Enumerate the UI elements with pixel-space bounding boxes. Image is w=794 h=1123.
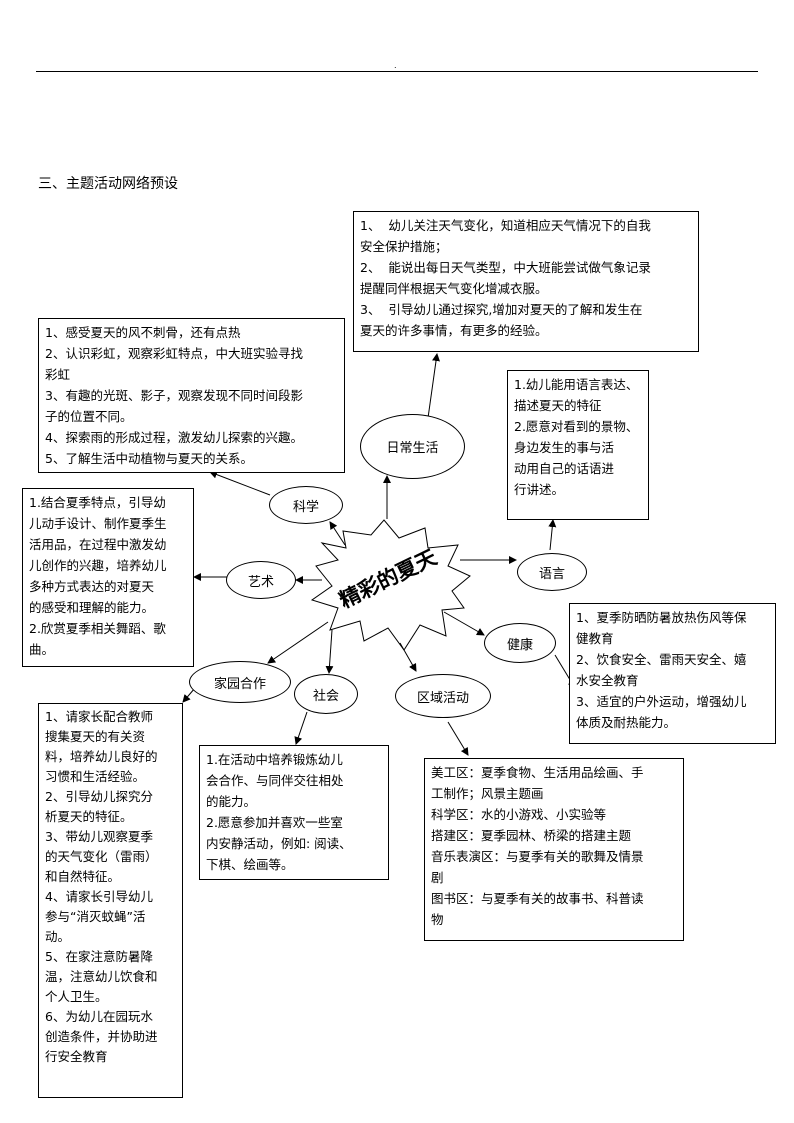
box-yuyan: 1.幼儿能用语言表达、 描述夏天的特征 2.愿意对看到的景物、 身边发生的事与活… [507,370,649,520]
box-jiayuan-line: 和自然特征。 [45,869,121,884]
box-quyu: 美工区：夏季食物、生活用品绘画、手 工制作；风景主题画 科学区：水的小游戏、小实… [424,758,684,941]
box-quyu-line: 物 [431,912,444,927]
box-jiayuan-line: 温，注意幼儿饮食和 [45,969,158,984]
box-jiankang-line: 健教育 [576,631,614,646]
box-richang: 1、 幼儿关注天气变化，知道相应天气情况下的自我 安全保护措施； 2、 能说出每… [353,211,699,352]
box-kexue-line: 彩虹 [45,367,71,382]
node-yishu: 艺术 [226,561,296,599]
box-yishu-line: 儿动手设计、制作夏季生 [29,516,167,531]
connector-quyu-box [447,721,469,756]
box-yishu-line: 活用品，在过程中激发幼 [29,537,167,552]
box-jiayuan-line: 析夏天的特征。 [45,809,133,824]
box-shehui-line: 下棋、绘画等。 [206,857,294,872]
box-jiankang-line: 1、夏季防晒防暑放热伤风等保 [576,610,747,625]
box-yuyan-line: 描述夏天的特征 [514,398,602,413]
node-shehui: 社会 [294,674,358,714]
connector-shehui-box [294,711,308,745]
box-yuyan-line: 行讲述。 [514,482,565,497]
section-title: 三、主题活动网络预设 [38,176,178,192]
box-shehui-line: 1.在活动中培养锻炼幼儿 [206,752,343,767]
box-kexue-line: 2、认识彩虹，观察彩虹特点，中大班实验寻找 [45,346,303,361]
box-kexue: 1、感受夏天的风不刺骨，还有点热 2、认识彩虹，观察彩虹特点，中大班实验寻找 彩… [38,318,345,473]
connector-kexue-box [209,470,271,496]
connector-yuyan-box [548,519,557,551]
box-shehui-line: 2.愿意参加并喜欢一些室 [206,815,343,830]
node-yuyan: 语言 [517,553,587,591]
box-richang-line: 夏天的许多事情，有更多的经验。 [360,323,548,338]
box-jiankang-line: 体质及耐热能力。 [576,715,677,730]
box-shehui-line: 会合作、与同伴交往相处 [206,773,344,788]
box-shehui-line: 的能力。 [206,794,257,809]
connector-center-jiankang [443,611,485,636]
box-kexue-line: 子的位置不同。 [45,409,133,424]
box-jiayuan-line: 动。 [45,929,71,944]
box-yishu-line: 的感受和理解的能力。 [29,600,155,615]
box-yuyan-line: 身边发生的事与活 [514,440,615,455]
box-jiankang-line: 水安全教育 [576,673,639,688]
box-jiayuan-line: 个人卫生。 [45,989,108,1004]
box-jiankang-line: 2、饮食安全、雷雨天安全、嬉 [576,652,747,667]
box-yishu-line: 曲。 [29,642,55,657]
box-shehui-line: 内安静活动，例如: 阅读、 [206,836,352,851]
box-jiayuan-line: 5、在家注意防暑降 [45,949,153,964]
box-jiayuan-line: 搜集夏天的有关资 [45,729,146,744]
box-kexue-line: 1、感受夏天的风不刺骨，还有点热 [45,325,241,340]
box-yuyan-line: 2.愿意对看到的景物、 [514,419,639,434]
box-jiankang: 1、夏季防晒防暑放热伤风等保 健教育 2、饮食安全、雷雨天安全、嬉 水安全教育 … [569,603,776,744]
box-jiayuan-line: 创造条件，并协助进 [45,1029,158,1044]
connector-richang-box [427,353,440,419]
box-richang-line: 2、 能说出每日天气类型，中大班能尝试做气象记录 [360,260,651,275]
box-quyu-line: 图书区：与夏季有关的故事书、科普读 [431,891,644,906]
box-yuyan-line: 动用自己的话语进 [514,461,615,476]
connector-center-kexue [329,521,346,546]
box-jiayuan: 1、请家长配合教师 搜集夏天的有关资 料，培养幼儿良好的 习惯和生活经验。 2、… [38,703,183,1098]
box-quyu-line: 剧 [431,870,444,885]
box-jiayuan-line: 料，培养幼儿良好的 [45,749,158,764]
box-quyu-line: 音乐表演区：与夏季有关的歌舞及情景 [431,849,644,864]
box-yishu-line: 1.结合夏季特点，引导幼 [29,495,166,510]
box-jiankang-line: 3、适宜的户外运动，增强幼儿 [576,694,747,709]
box-richang-line: 3、 引导幼儿通过探究,增加对夏天的了解和发生在 [360,302,643,317]
box-quyu-line: 美工区：夏季食物、生活用品绘画、手 [431,765,644,780]
box-quyu-line: 科学区：水的小游戏、小实验等 [431,807,607,822]
header-dot: . [394,61,397,70]
box-kexue-line: 5、了解生活中动植物与夏天的关系。 [45,451,253,466]
box-quyu-line: 搭建区：夏季园林、桥梁的搭建主题 [431,828,632,843]
header-rule [36,71,758,72]
node-jiayuan: 家园合作 [189,661,291,703]
box-richang-line: 提醒同伴根据天气变化增减衣服。 [360,281,548,296]
box-kexue-line: 3、有趣的光斑、影子，观察发现不同时间段影 [45,388,303,403]
box-yishu: 1.结合夏季特点，引导幼 儿动手设计、制作夏季生 活用品，在过程中激发幼 儿创作… [22,488,194,667]
node-kexue: 科学 [269,486,343,524]
box-yuyan-line: 1.幼儿能用语言表达、 [514,377,639,392]
box-jiayuan-line: 1、请家长配合教师 [45,709,153,724]
node-richang: 日常生活 [360,414,465,479]
box-jiayuan-line: 的天气变化（雷雨） [45,849,158,864]
connector-center-jiayuan [267,621,329,664]
box-jiayuan-line: 行安全教育 [45,1049,108,1064]
node-jiankang: 健康 [484,623,556,663]
box-yishu-line: 2.欣赏夏季相关舞蹈、歌 [29,621,166,636]
box-jiayuan-line: 2、引导幼儿探究分 [45,789,153,804]
box-jiayuan-line: 3、带幼儿观察夏季 [45,829,153,844]
box-yishu-line: 儿创作的兴趣，培养幼儿 [29,558,167,573]
box-kexue-line: 4、探索雨的形成过程，激发幼儿探索的兴趣。 [45,430,303,445]
box-quyu-line: 工制作；风景主题画 [431,786,544,801]
connector-center-shehui [325,629,334,674]
box-jiayuan-line: 6、为幼儿在园玩水 [45,1009,153,1024]
node-quyu: 区域活动 [395,674,491,718]
box-jiayuan-line: 习惯和生活经验。 [45,769,146,784]
box-jiayuan-line: 4、请家长引导幼儿 [45,889,153,904]
starburst-shape [310,519,471,651]
box-richang-line: 1、 幼儿关注天气变化，知道相应天气情况下的自我 [360,218,651,233]
box-shehui: 1.在活动中培养锻炼幼儿 会合作、与同伴交往相处 的能力。 2.愿意参加并喜欢一… [199,745,389,880]
box-richang-line: 安全保护措施； [360,239,448,254]
box-jiayuan-line: 参与“消灭蚊蝇”活 [45,909,146,924]
connector-center-quyu [399,642,417,672]
box-yishu-line: 多种方式表达的对夏天 [29,579,155,594]
